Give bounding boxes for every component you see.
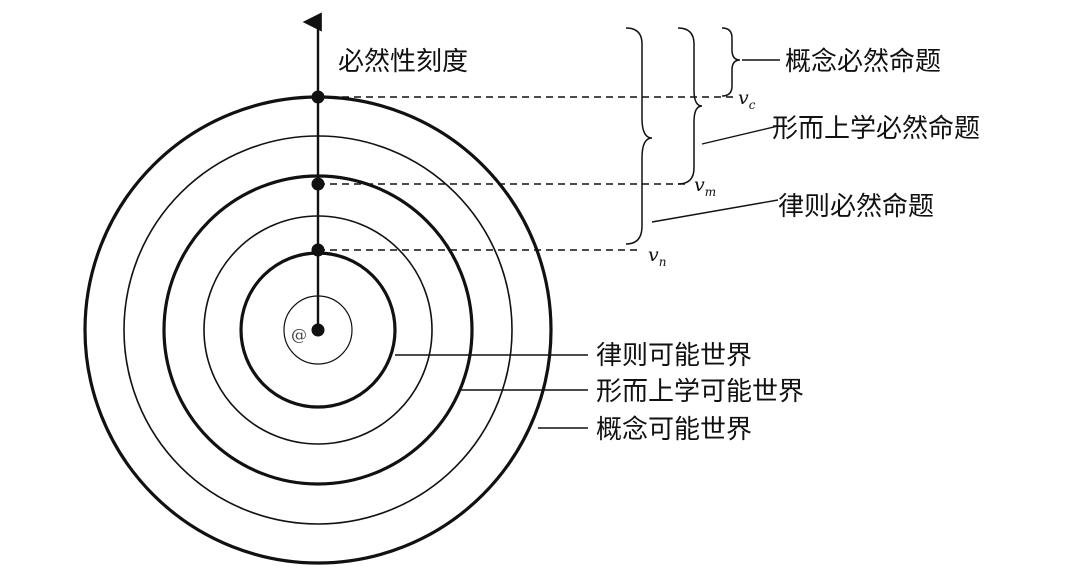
- level-dot-n: [311, 243, 325, 257]
- origin-symbol: @: [291, 325, 307, 344]
- world-label-metaphysical: 形而上学可能世界: [596, 377, 804, 407]
- prop-label-law: 律则必然命题: [778, 192, 934, 222]
- axis-label: 必然性刻度: [338, 47, 468, 77]
- brace-metaphysical: [677, 27, 703, 185]
- level-label-m: vm: [694, 174, 716, 199]
- lead-law-prop: [651, 199, 779, 223]
- lead-metaphysical-prop: [701, 125, 779, 145]
- origin-dot: [311, 323, 325, 337]
- level-label-c: vc: [738, 87, 756, 112]
- brace-law: [625, 27, 653, 245]
- level-dot-c: [311, 90, 325, 104]
- world-label-concept: 概念可能世界: [596, 415, 752, 445]
- level-label-n: vn: [648, 244, 666, 269]
- brace-concept: [721, 27, 741, 97]
- prop-label-metaphysical: 形而上学必然命题: [772, 114, 980, 144]
- level-dot-m: [311, 177, 325, 191]
- prop-label-concept: 概念必然命题: [785, 47, 941, 77]
- world-label-law: 律则可能世界: [596, 341, 752, 371]
